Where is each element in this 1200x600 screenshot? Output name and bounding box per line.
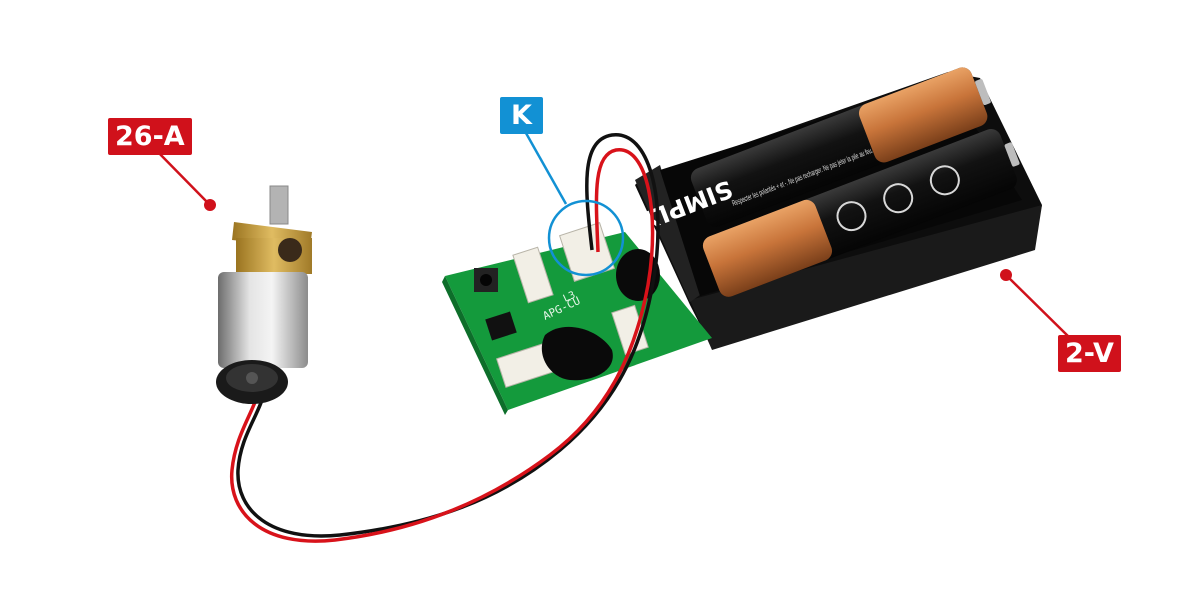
motor-shaft <box>269 185 289 225</box>
connector-k-highlight-circle <box>547 199 625 277</box>
circuit-board: APG-CU L3 <box>442 222 712 415</box>
connector-k-leader-line <box>520 125 568 205</box>
pcb-silkscreen-text-2: L3 <box>562 290 578 305</box>
pcb-glue-blob <box>541 326 613 381</box>
wire-black-loop <box>236 133 660 538</box>
battery-box-leader-line <box>1006 275 1073 341</box>
callout-label-motor: 26-A <box>108 118 192 155</box>
motor-leader-line <box>153 147 210 205</box>
callout-label-connector: K <box>500 97 543 134</box>
motor-gearbox <box>236 238 312 274</box>
battery-lower <box>702 128 1020 297</box>
pcb-chip <box>485 311 517 341</box>
motor-can <box>218 272 308 368</box>
motor-leader-dot <box>204 199 216 211</box>
gear-motor <box>216 185 312 404</box>
battery-box: SIMPLY Respecter les polarités + et -. N… <box>635 67 1042 350</box>
wire-red-loop <box>230 148 655 543</box>
pcb-connector-left <box>512 246 554 304</box>
battery-box-leader-dot <box>1000 269 1012 281</box>
battery-box-front-wall <box>690 205 1042 350</box>
callout-label-battery-box: 2-V <box>1058 335 1121 372</box>
